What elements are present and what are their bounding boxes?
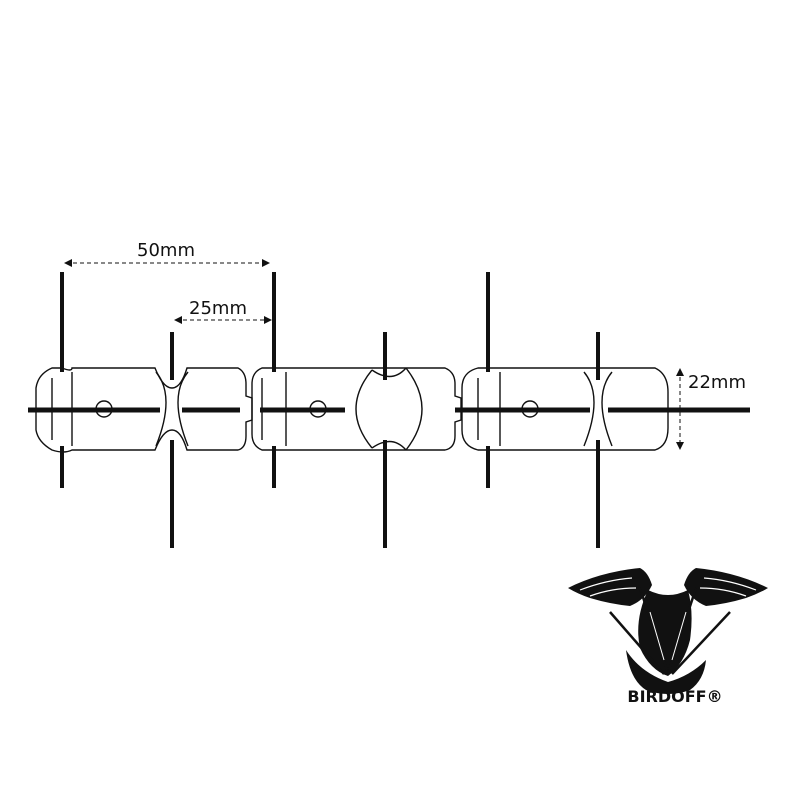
dimension-label-25mm: 25mm — [189, 298, 247, 319]
strip-segment-1 — [35, 367, 253, 453]
dimension-label-22mm: 22mm — [688, 372, 746, 393]
brand-name: BIRDOFF® — [627, 687, 722, 706]
dimension-50mm: 50mm — [64, 240, 270, 267]
dimension-22mm: 22mm — [676, 368, 746, 450]
dimension-25mm: 25mm — [174, 298, 272, 324]
dimension-label-50mm: 50mm — [137, 240, 195, 261]
spikes — [60, 272, 600, 548]
bird-wings-logo-icon — [568, 568, 768, 694]
spike-strip-segments — [35, 367, 669, 453]
strip-segment-2 — [251, 367, 462, 451]
